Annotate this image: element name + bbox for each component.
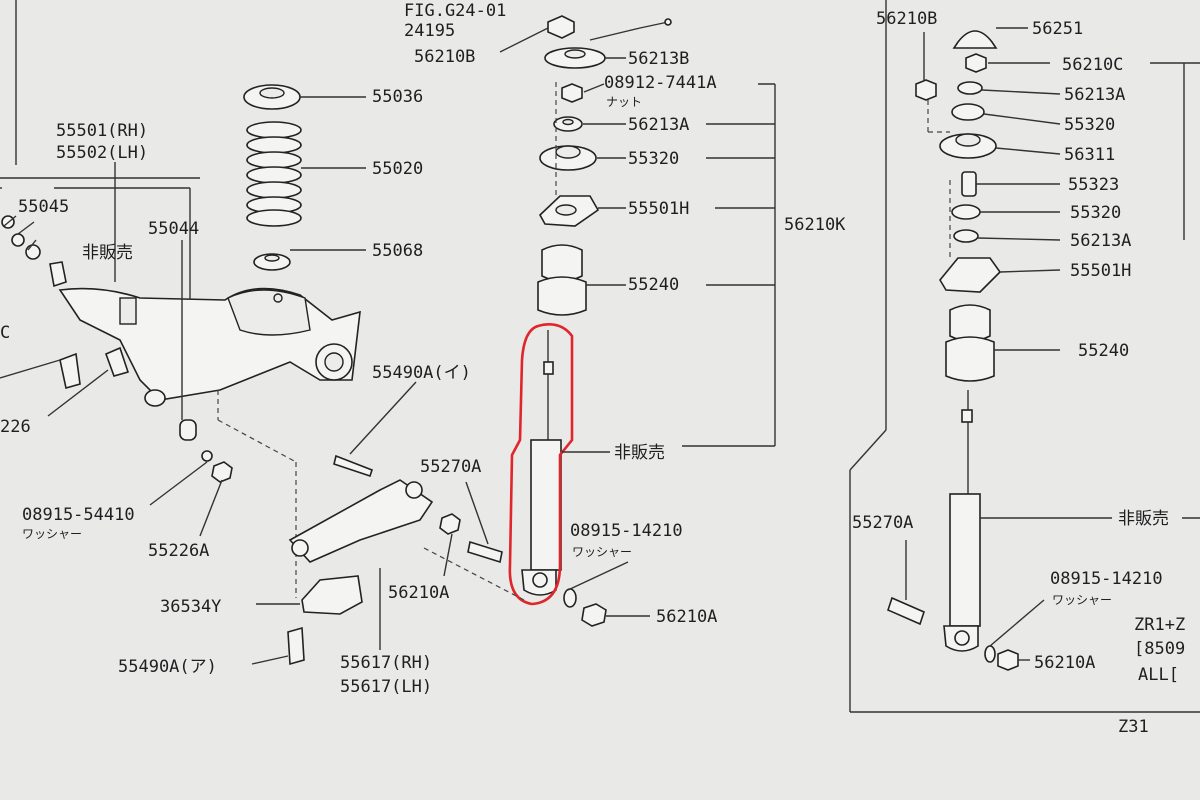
label-all-note: ALL[ — [1138, 665, 1179, 685]
bolt-55270A-r — [887, 596, 925, 626]
label-55320: 55320 — [628, 149, 679, 169]
bump-stop-55240 — [537, 276, 587, 316]
bolt-55490A-i — [333, 454, 373, 478]
label-56210A-r: 56210A — [1034, 653, 1095, 673]
label-55240-r: 55240 — [1078, 341, 1129, 361]
label-56251: 56251 — [1032, 19, 1083, 39]
label-55320-r2: 55320 — [1070, 203, 1121, 223]
label-55036: 55036 — [372, 87, 423, 107]
label-56213A-r1: 56213A — [1064, 85, 1125, 105]
label-56210K: 56210K — [784, 215, 846, 235]
bump-stop-top — [541, 244, 583, 282]
label-08915-14210-r: 08915-14210 — [1050, 569, 1163, 589]
label-55045: 55045 — [18, 197, 69, 217]
washer-08915-r — [984, 645, 996, 663]
label-55490A-i: 55490A(イ) — [372, 363, 471, 383]
label-36534Y: 36534Y — [160, 597, 221, 617]
leaders-left — [0, 162, 297, 598]
label-226: 226 — [0, 417, 31, 437]
shock-absorber-r — [949, 493, 981, 627]
label-08915-54410: 08915-54410 — [22, 505, 135, 525]
label-56213B: 56213B — [628, 49, 689, 69]
bump-stop-55240-r — [949, 304, 991, 342]
label-date-note: [8509 — [1134, 639, 1185, 659]
shock-absorber — [530, 439, 562, 571]
spring-pad-55068 — [253, 253, 291, 271]
label-56311: 56311 — [1064, 145, 1115, 165]
label-56213A-r2: 56213A — [1070, 231, 1131, 251]
strut-assembly-center — [423, 15, 672, 606]
label-08912-7441A: 08912-7441A — [604, 73, 717, 93]
mount-55320-r2 — [951, 204, 981, 220]
label-55068: 55068 — [372, 241, 423, 261]
nut-56210A-r — [997, 649, 1019, 671]
labels: FIG.G24-01 24195 56210B 56213B 08912-744… — [0, 1, 1185, 737]
nut-56210C — [965, 53, 987, 73]
nut-56210B-r — [915, 79, 937, 101]
label-55617-lh: 55617(LH) — [340, 677, 432, 697]
label-24195: 24195 — [404, 21, 455, 41]
lower-link — [251, 381, 650, 666]
coil-spring-55020 — [246, 121, 302, 227]
label-55240: 55240 — [628, 275, 679, 295]
nut-56210A — [439, 513, 461, 535]
label-washer-mid: ワッシャー — [572, 545, 632, 559]
nut-08912 — [561, 83, 583, 103]
bolt-55490A-a — [287, 626, 305, 666]
bracket-36534Y — [301, 575, 363, 615]
label-washer-r: ワッシャー — [1052, 593, 1112, 607]
dust-cover-56251 — [952, 30, 998, 49]
label-55502-lh: 55502(LH) — [56, 143, 148, 163]
nut-56210A-2 — [581, 603, 607, 627]
rear-crossmember — [1, 215, 361, 483]
label-hihanbai-r: 非販売 — [1118, 509, 1169, 529]
label-55501H: 55501H — [628, 199, 689, 219]
label-56210B: 56210B — [414, 47, 475, 67]
spring-stack — [243, 84, 366, 271]
label-56210B-r: 56210B — [876, 9, 937, 29]
washer-08915 — [563, 588, 577, 608]
label-55044: 55044 — [148, 219, 199, 239]
strut-assembly-right — [887, 30, 1019, 671]
frame-lines — [0, 0, 1200, 713]
label-zr-note: ZR1+Z — [1134, 615, 1185, 635]
label-fig-ref: FIG.G24-01 — [404, 1, 506, 21]
leaders-center — [499, 27, 776, 453]
label-55501-rh: 55501(RH) — [56, 121, 148, 141]
label-nut: ナット — [606, 95, 642, 109]
label-55020: 55020 — [372, 159, 423, 179]
label-55617-rh: 55617(RH) — [340, 653, 432, 673]
label-56210C: 56210C — [1062, 55, 1123, 75]
label-hihanbai-left: 非販売 — [82, 243, 133, 263]
washer-56213A-r — [957, 81, 983, 95]
label-55226A: 55226A — [148, 541, 209, 561]
label-c-mark: C — [0, 323, 10, 343]
label-55323: 55323 — [1068, 175, 1119, 195]
label-hihanbai-mid: 非販売 — [614, 443, 665, 463]
label-55490A-a: 55490A(ア) — [118, 657, 217, 677]
label-56210A-a: 56210A — [388, 583, 449, 603]
collar-55323 — [961, 171, 977, 197]
leaders-right — [905, 27, 1200, 661]
label-55270A-mid: 55270A — [420, 457, 481, 477]
label-56210A-b: 56210A — [656, 607, 717, 627]
label-washer-left: ワッシャー — [22, 527, 82, 541]
washer-56213A-r2 — [953, 229, 979, 243]
label-56213A: 56213A — [628, 115, 689, 135]
nut-56210B — [547, 15, 575, 39]
label-model-z31: Z31 — [1118, 717, 1149, 737]
mount-55320-r — [951, 103, 985, 121]
bolt-55270A — [467, 540, 503, 564]
label-08915-14210-mid: 08915-14210 — [570, 521, 683, 541]
shock-highlight-outline — [508, 323, 574, 606]
label-55320-r1: 55320 — [1064, 115, 1115, 135]
label-55501H-r: 55501H — [1070, 261, 1131, 281]
label-55270A-r: 55270A — [852, 513, 913, 533]
